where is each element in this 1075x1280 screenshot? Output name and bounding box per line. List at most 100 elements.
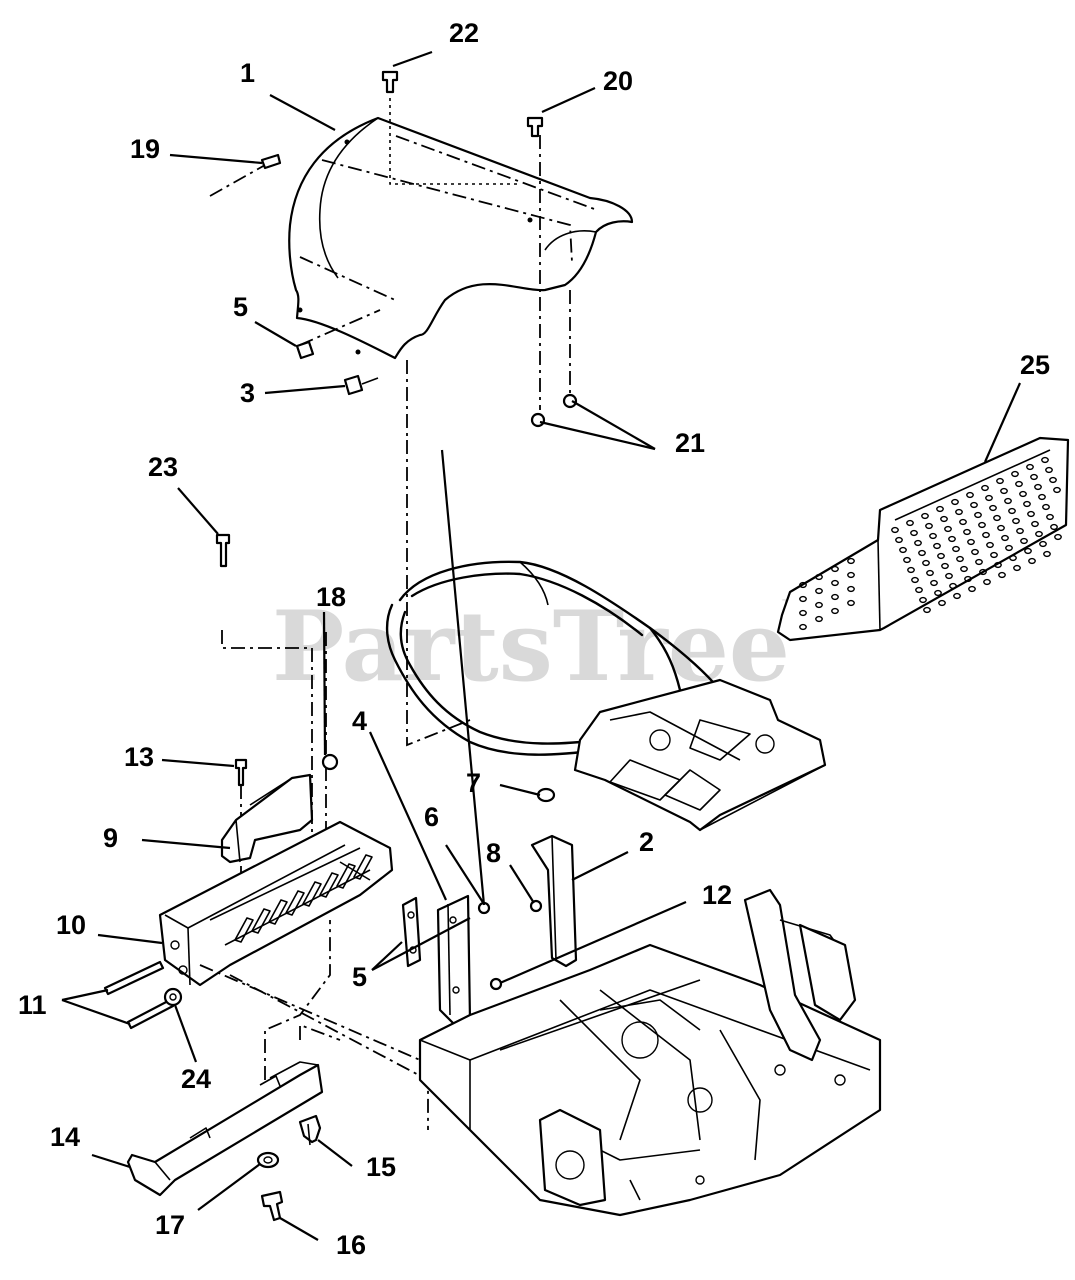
perforation-hole: [1054, 533, 1062, 541]
perforation-hole: [968, 585, 976, 593]
nut-12: [489, 977, 503, 991]
perforation-hole: [933, 542, 941, 550]
part-10-channel: [158, 820, 394, 987]
callout-22: 22: [449, 18, 479, 48]
perforation-hole: [1001, 534, 1009, 542]
callout-1: 1: [240, 58, 255, 88]
callouts: 1 2 3 4 5 5 6 7 8 9 10 11 12 13 14 15 16…: [18, 18, 1050, 1260]
perforation-hole: [936, 505, 944, 513]
perforation-hole: [930, 579, 938, 587]
perforation-hole: [847, 599, 855, 607]
perforation-hole: [990, 551, 998, 559]
callout-4: 4: [352, 706, 367, 736]
perforation-hole: [953, 592, 961, 600]
perforation-hole: [919, 596, 927, 604]
perforation-hole: [945, 572, 953, 580]
perforation-hole: [1045, 466, 1053, 474]
perforation-hole: [937, 552, 945, 560]
part-25-perforated-plate: [776, 436, 1070, 642]
part-2-upright: [530, 834, 578, 968]
callout-23: 23: [148, 452, 178, 482]
channel-slot: [302, 881, 322, 907]
perforation-hole: [948, 535, 956, 543]
perforation-hole: [1042, 503, 1050, 511]
perforation-hole: [1039, 540, 1047, 548]
perforation-hole: [1005, 544, 1013, 552]
nut-8: [529, 899, 543, 913]
fastener-13: [234, 758, 248, 787]
perforation-hole: [978, 521, 986, 529]
perforation-hole: [955, 508, 963, 516]
perforation-hole: [1011, 470, 1019, 478]
perforation-hole: [998, 571, 1006, 579]
perforation-hole: [1038, 493, 1046, 501]
callout-15: 15: [366, 1152, 396, 1182]
perforation-hole: [959, 518, 967, 526]
perforation-hole: [944, 525, 952, 533]
callout-13: 13: [124, 742, 154, 772]
callout-5-top: 5: [233, 292, 248, 322]
perforation-hole: [941, 562, 949, 570]
perforation-hole: [921, 512, 929, 520]
perforation-hole: [1009, 554, 1017, 562]
perforation-hole: [815, 615, 823, 623]
perforation-hole: [831, 579, 839, 587]
callout-11: 11: [18, 990, 47, 1020]
fastener-22: [381, 70, 399, 94]
perforation-hole: [1013, 564, 1021, 572]
perforation-hole: [983, 578, 991, 586]
perforation-hole: [1016, 527, 1024, 535]
perforation-hole: [1031, 520, 1039, 528]
perforation-hole: [815, 601, 823, 609]
perforation-hole: [925, 522, 933, 530]
perforation-hole: [986, 541, 994, 549]
callout-19: 19: [130, 134, 160, 164]
perforation-hole: [966, 491, 974, 499]
perforation-hole: [899, 546, 907, 554]
perforation-hole: [1027, 510, 1035, 518]
perforation-hole: [910, 529, 918, 537]
perforation-hole: [989, 504, 997, 512]
callout-25: 25: [1020, 350, 1050, 380]
perforation-hole: [934, 589, 942, 597]
perforation-hole: [1008, 507, 1016, 515]
perforation-hole: [929, 532, 937, 540]
perforation-hole: [985, 494, 993, 502]
perforation-hole: [847, 571, 855, 579]
callout-21: 21: [675, 428, 705, 458]
callout-2: 2: [639, 827, 654, 857]
perforation-hole: [1053, 486, 1061, 494]
perforation-hole: [1012, 517, 1020, 525]
channel-slot: [319, 872, 339, 898]
perforation-hole: [847, 557, 855, 565]
callout-9: 9: [103, 823, 118, 853]
channel-slot: [285, 890, 305, 916]
perforation-hole: [975, 558, 983, 566]
perforation-hole: [951, 498, 959, 506]
perforation-hole: [815, 573, 823, 581]
callout-5-bottom: 5: [352, 962, 367, 992]
perforation-hole: [1004, 497, 1012, 505]
perforation-hole: [1035, 530, 1043, 538]
fastener-20: [526, 116, 544, 138]
leader-lines: [61, 50, 1022, 1241]
perforation-hole: [960, 565, 968, 573]
perforation-hole: [938, 599, 946, 607]
perforation-hole: [971, 548, 979, 556]
perforation-hole: [1000, 487, 1008, 495]
perforation-holes: [799, 456, 1062, 631]
perforation-hole: [1046, 513, 1054, 521]
perforation-hole: [923, 606, 931, 614]
perforation-hole: [963, 528, 971, 536]
perforation-hole: [831, 565, 839, 573]
perforation-hole: [903, 556, 911, 564]
channel-slot: [336, 863, 356, 889]
perforation-hole: [996, 477, 1004, 485]
perforation-hole: [949, 582, 957, 590]
channel-slot: [268, 899, 288, 925]
callout-17: 17: [155, 1210, 185, 1240]
callout-16: 16: [336, 1230, 366, 1260]
perforation-hole: [994, 561, 1002, 569]
seat-frame: [385, 560, 827, 832]
